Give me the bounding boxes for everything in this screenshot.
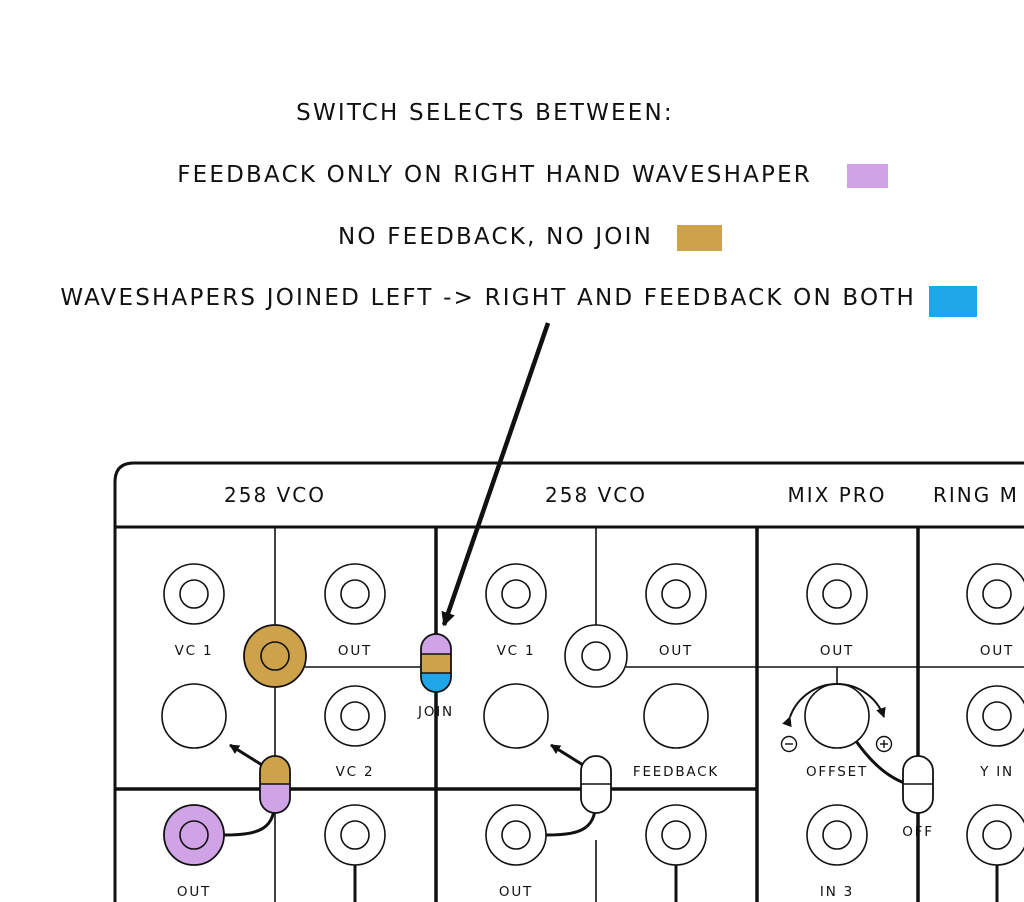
label-vco1-vc2: VC 2 <box>336 764 375 780</box>
label-vco1-vc1: VC 1 <box>175 643 214 659</box>
jack-ring-bottom[interactable] <box>966 804 1024 866</box>
plus-icon <box>875 735 893 753</box>
label-vco2-bottom-out: OUT <box>499 884 533 900</box>
arrow-vco1-switch <box>229 743 263 767</box>
label-off: OFF <box>902 824 934 840</box>
legend-swatch-blue <box>929 286 977 317</box>
label-vco1-out: OUT <box>338 643 372 659</box>
pointer-arrow <box>441 322 551 627</box>
legend-item-gold-label: NO FEEDBACK, NO JOIN <box>338 224 653 250</box>
module-title-mix-pro: MIX PRO <box>788 483 887 507</box>
legend-swatch-gold <box>677 225 722 251</box>
jack-vco2-out[interactable] <box>645 563 707 625</box>
label-mix-out: OUT <box>820 643 854 659</box>
jack-vco1-bottom-right[interactable] <box>324 804 386 866</box>
label-vco2-vc1: VC 1 <box>497 643 536 659</box>
label-in3: IN 3 <box>820 884 854 900</box>
switch-vco2[interactable] <box>580 755 612 814</box>
jack-vco1-out[interactable] <box>324 563 386 625</box>
label-ring-out: OUT <box>980 643 1014 659</box>
knob-vco2[interactable] <box>483 683 549 749</box>
jack-ring-y-in[interactable] <box>966 685 1024 747</box>
legend-title: SWITCH SELECTS BETWEEN: <box>296 100 674 126</box>
jack-vco2-bottom-right[interactable] <box>645 804 707 866</box>
label-join: JOIN <box>417 704 454 720</box>
switch-vco1-gold-purple[interactable] <box>259 755 291 814</box>
jack-mix-out[interactable] <box>806 563 868 625</box>
module-title-ring-mod: RING M <box>933 483 1019 507</box>
label-vco1-bottom-out: OUT <box>177 884 211 900</box>
knob-vco1[interactable] <box>161 683 227 749</box>
arrow-vco2-switch <box>550 743 584 767</box>
legend-item-blue-label: WAVESHAPERS JOINED LEFT -> RIGHT AND FEE… <box>60 285 916 311</box>
label-feedback: FEEDBACK <box>633 764 719 780</box>
jack-vco1-waveshaper-gold[interactable] <box>243 624 307 688</box>
module-title-vco-2: 258 VCO <box>545 483 647 507</box>
knob-vco2-feedback[interactable] <box>643 683 709 749</box>
label-offset: OFFSET <box>806 764 868 780</box>
panel-frame <box>113 461 1024 902</box>
label-vco2-out: OUT <box>659 643 693 659</box>
label-y-in: Y IN <box>979 764 1014 780</box>
jack-vco2-waveshaper[interactable] <box>564 624 628 688</box>
cable-offset-to-off <box>854 740 908 786</box>
jack-vco1-bottom-out-purple[interactable] <box>163 804 225 866</box>
switch-mix-off[interactable] <box>902 755 934 814</box>
legend-swatch-purple <box>847 164 888 188</box>
offset-range-arc <box>782 683 886 728</box>
module-title-vco-1: 258 VCO <box>224 483 326 507</box>
jack-vco2-vc1[interactable] <box>485 563 547 625</box>
jack-ring-out[interactable] <box>966 563 1024 625</box>
jack-mix-in3[interactable] <box>806 804 868 866</box>
legend-item-purple-label: FEEDBACK ONLY ON RIGHT HAND WAVESHAPER <box>177 162 812 188</box>
jack-vco2-bottom-out[interactable] <box>485 804 547 866</box>
jack-vco1-vc2[interactable] <box>324 685 386 747</box>
knob-mix-offset[interactable] <box>804 683 870 749</box>
minus-icon <box>780 735 798 753</box>
jack-vco1-vc1[interactable] <box>163 563 225 625</box>
switch-join-tricolor[interactable] <box>420 633 452 693</box>
